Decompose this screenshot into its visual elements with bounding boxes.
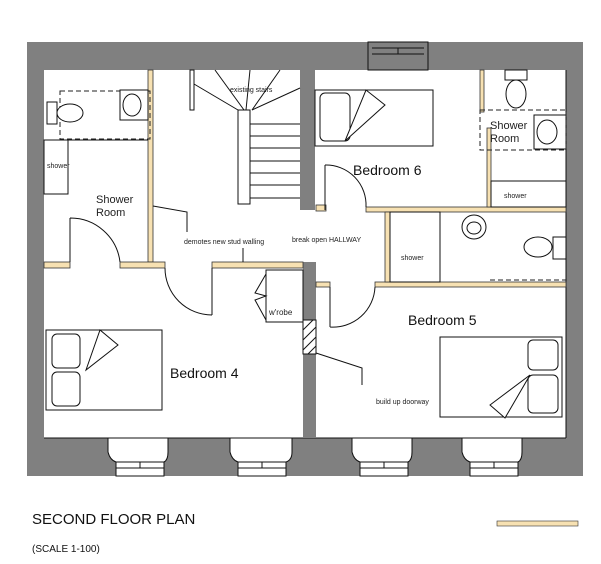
existing-stairs (189, 69, 301, 205)
toilet-icon-right-top (504, 69, 528, 109)
shower-tray-left (43, 139, 69, 195)
shower-middle-label: shower (401, 255, 424, 262)
stud-note-arrow (152, 205, 188, 232)
shower-tray-right (490, 180, 567, 208)
bed-bedroom4 (45, 329, 163, 411)
shower-tray-middle (389, 211, 441, 283)
bedroom5-label: Bedroom 5 (408, 312, 477, 328)
bed-bedroom6 (314, 89, 434, 147)
build-up-doorway-hatch (302, 319, 317, 355)
wardrobe-label: w'robe (268, 308, 293, 317)
bedroom4-label: Bedroom 4 (170, 365, 239, 381)
door-swing (69, 217, 121, 263)
shower-right-label: shower (504, 193, 527, 200)
shower-room-right-label: Shower (490, 120, 528, 132)
plan-scale: (SCALE 1-100) (32, 544, 100, 555)
basin-icon (119, 89, 149, 121)
toilet-icon-ensuite (523, 236, 567, 260)
shower-room-right-label-2: Room (490, 133, 519, 145)
door-swing-bedroom6 (324, 164, 367, 210)
bedroom6-label: Bedroom 6 (353, 162, 422, 178)
doorway-note-arrow (315, 352, 363, 385)
toilet-icon (46, 101, 84, 125)
shower-room-left-label-2: Room (96, 207, 125, 219)
plan-title: SECOND FLOOR PLAN (32, 511, 195, 528)
shower-room-left-label: Shower (96, 194, 134, 206)
windows-bottom (107, 437, 523, 477)
basin-icon-ensuite (461, 214, 487, 240)
window-top (367, 41, 429, 71)
door-swing-bedroom5 (329, 286, 376, 328)
hallway-note: break open HALLWAY (292, 237, 361, 244)
wardrobe (254, 269, 304, 323)
basin-icon-right (533, 114, 567, 150)
stair-wall (300, 70, 315, 210)
stud-walls (43, 69, 567, 288)
existing-stairs-label: existing stairs (230, 87, 273, 94)
legend-stud-wall-swatch (496, 520, 579, 527)
stud-note: demotes new stud walling (184, 239, 264, 246)
shower-left-label: shower (47, 163, 70, 170)
doorway-note: build up doorway (376, 399, 429, 406)
bed-bedroom5 (439, 336, 563, 419)
door-swing-bedroom4 (164, 267, 213, 316)
